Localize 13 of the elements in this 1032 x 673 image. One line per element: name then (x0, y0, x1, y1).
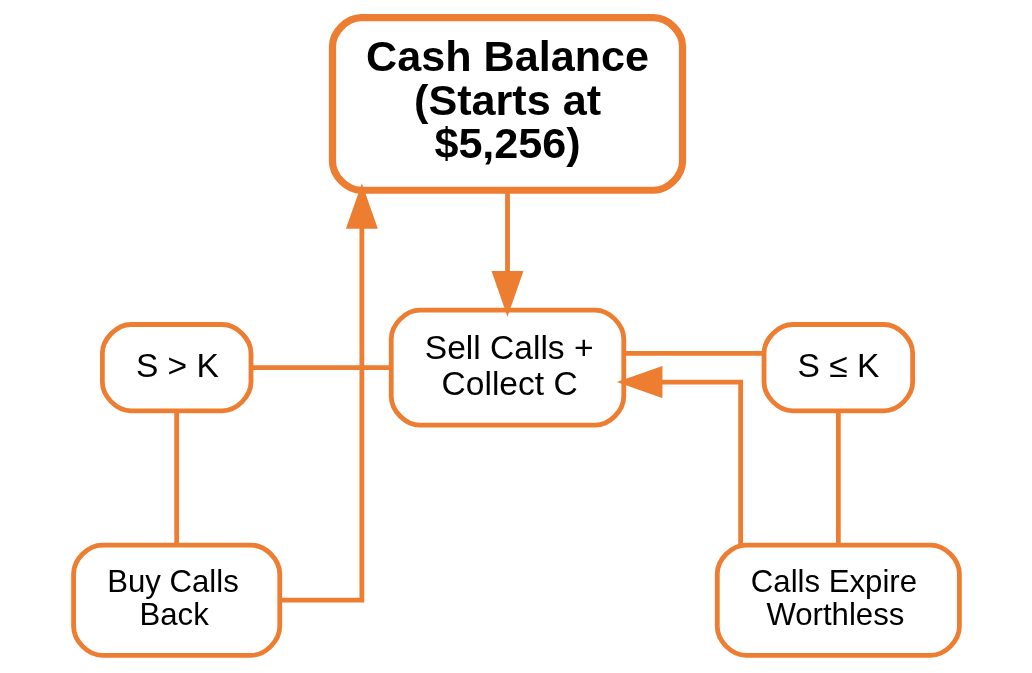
node-box: S > K (99, 322, 253, 414)
node-box: Sell Calls + Collect C (388, 307, 626, 428)
node-box: Buy Calls Back (70, 542, 282, 658)
node-box: S ≤ K (761, 322, 915, 414)
connector (173, 411, 179, 545)
connector (251, 365, 391, 371)
node-box: Calls Expire Worthless (714, 542, 962, 658)
node-box: Cash Balance (Starts at $5,256) (328, 14, 686, 194)
arrow (616, 366, 743, 545)
connector (835, 411, 841, 545)
arrow (491, 190, 523, 317)
connector (623, 350, 764, 356)
arrow (279, 183, 378, 603)
